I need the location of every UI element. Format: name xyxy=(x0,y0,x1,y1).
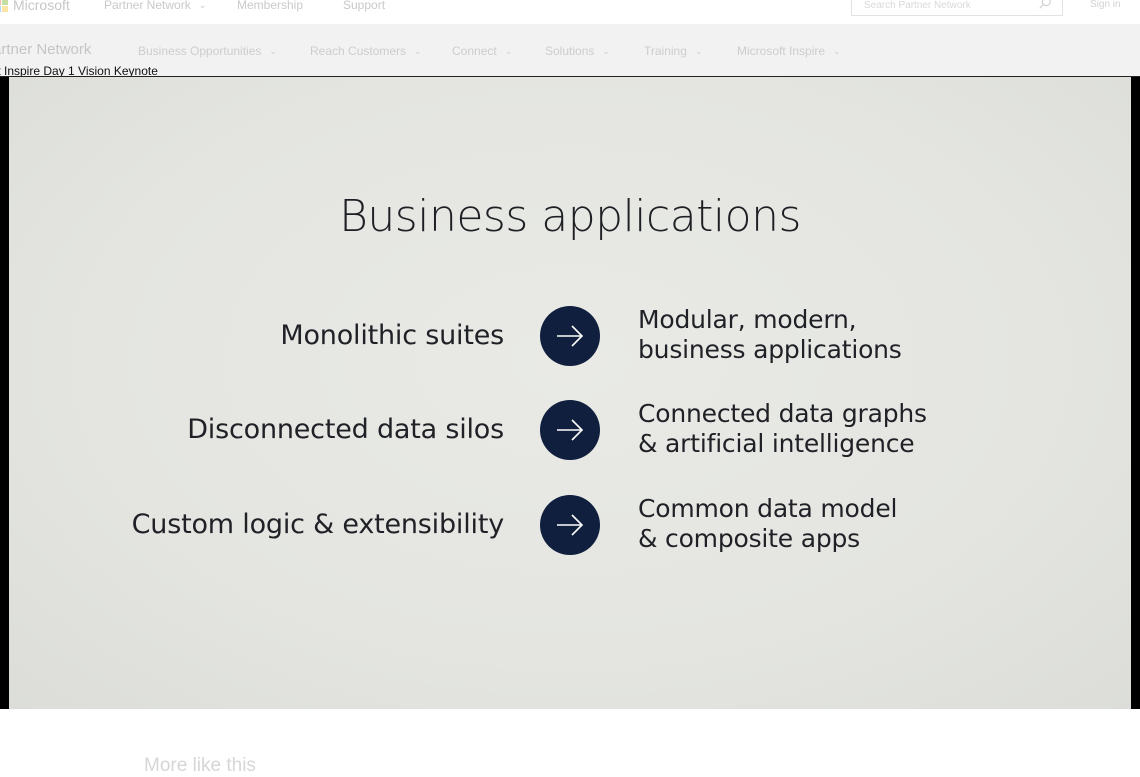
arrow-right-icon xyxy=(540,400,600,460)
search-icon[interactable] xyxy=(1038,0,1052,10)
chevron-down-icon: ⌄ xyxy=(269,46,277,56)
subnav-item-label: Business Opportunities xyxy=(138,44,262,58)
subnav-item-label: Solutions xyxy=(545,44,595,58)
subnav-item-label: Connect xyxy=(452,44,497,58)
brand-name: Microsoft xyxy=(13,0,70,13)
search-box xyxy=(851,0,1063,16)
chevron-down-icon: ⌄ xyxy=(833,46,841,56)
slide-row-to-line1: Connected data graphs xyxy=(638,399,927,428)
slide-row: Custom logic & extensibility Common data… xyxy=(9,494,1131,555)
subnav-reach-customers[interactable]: Reach Customers ⌄ xyxy=(310,44,422,58)
slide-row-to-line1: Modular, modern, xyxy=(638,305,857,334)
subnav-item-label: Microsoft Inspire xyxy=(737,44,826,58)
slide-row-to: Modular, modern, business applications xyxy=(638,305,902,365)
slide-row-from: Disconnected data silos xyxy=(187,414,504,445)
slide-row: Monolithic suites Modular, modern, busin… xyxy=(9,305,1131,366)
more-like-this-heading: More like this xyxy=(144,755,256,776)
chevron-down-icon: ⌄ xyxy=(602,46,610,56)
section-title[interactable]: artner Network xyxy=(0,41,92,58)
secondary-nav: artner Network Business Opportunities ⌄ R… xyxy=(0,24,1140,76)
keynote-slide: Business applications Monolithic suites … xyxy=(9,77,1131,709)
slide-row-from: Custom logic & extensibility xyxy=(131,509,505,540)
slide-row-to-line2: business applications xyxy=(638,335,902,364)
subnav-microsoft-inspire[interactable]: Microsoft Inspire ⌄ xyxy=(737,44,841,58)
slide-row-to: Common data model & composite apps xyxy=(638,494,897,554)
slide-row-to: Connected data graphs & artificial intel… xyxy=(638,399,927,459)
search-input[interactable] xyxy=(862,0,1036,15)
subnav-connect[interactable]: Connect ⌄ xyxy=(452,44,512,58)
slide-row: Disconnected data silos Connected data g… xyxy=(9,399,1131,460)
chevron-down-icon: ⌄ xyxy=(694,46,703,56)
chevron-down-icon: ⌄ xyxy=(414,46,422,56)
slide-title: Business applications xyxy=(339,191,801,242)
subnav-business-opportunities[interactable]: Business Opportunities ⌄ xyxy=(138,44,277,58)
slide-row-to-line2: & composite apps xyxy=(638,524,860,553)
subnav-solutions[interactable]: Solutions ⌄ xyxy=(545,44,610,58)
arrow-right-icon xyxy=(540,306,600,366)
nav-partner-network-label: Partner Network xyxy=(104,0,191,12)
slide-row-to-line1: Common data model xyxy=(638,494,898,523)
windows-logo-icon xyxy=(0,0,8,12)
chevron-down-icon: ⌄ xyxy=(504,46,513,56)
subnav-training[interactable]: Training ⌄ xyxy=(644,44,702,58)
global-header: Microsoft Partner Network ⌄ Membership Su… xyxy=(0,0,1140,24)
page-title: ft Inspire Day 1 Vision Keynote xyxy=(0,64,158,78)
nav-partner-network[interactable]: Partner Network ⌄ xyxy=(104,0,206,12)
subnav-item-label: Training xyxy=(644,44,687,58)
chevron-down-icon: ⌄ xyxy=(198,0,207,10)
subnav-item-label: Reach Customers xyxy=(310,44,407,58)
slide-row-to-line2: & artificial intelligence xyxy=(638,429,915,458)
arrow-right-icon xyxy=(540,495,600,555)
nav-support[interactable]: Support xyxy=(343,0,386,12)
microsoft-logo[interactable]: Microsoft xyxy=(0,0,70,13)
video-player[interactable]: Business applications Monolithic suites … xyxy=(0,76,1140,709)
slide-row-from: Monolithic suites xyxy=(280,320,504,351)
nav-membership[interactable]: Membership xyxy=(237,0,304,12)
sign-in-link[interactable]: Sign in xyxy=(1090,0,1121,10)
